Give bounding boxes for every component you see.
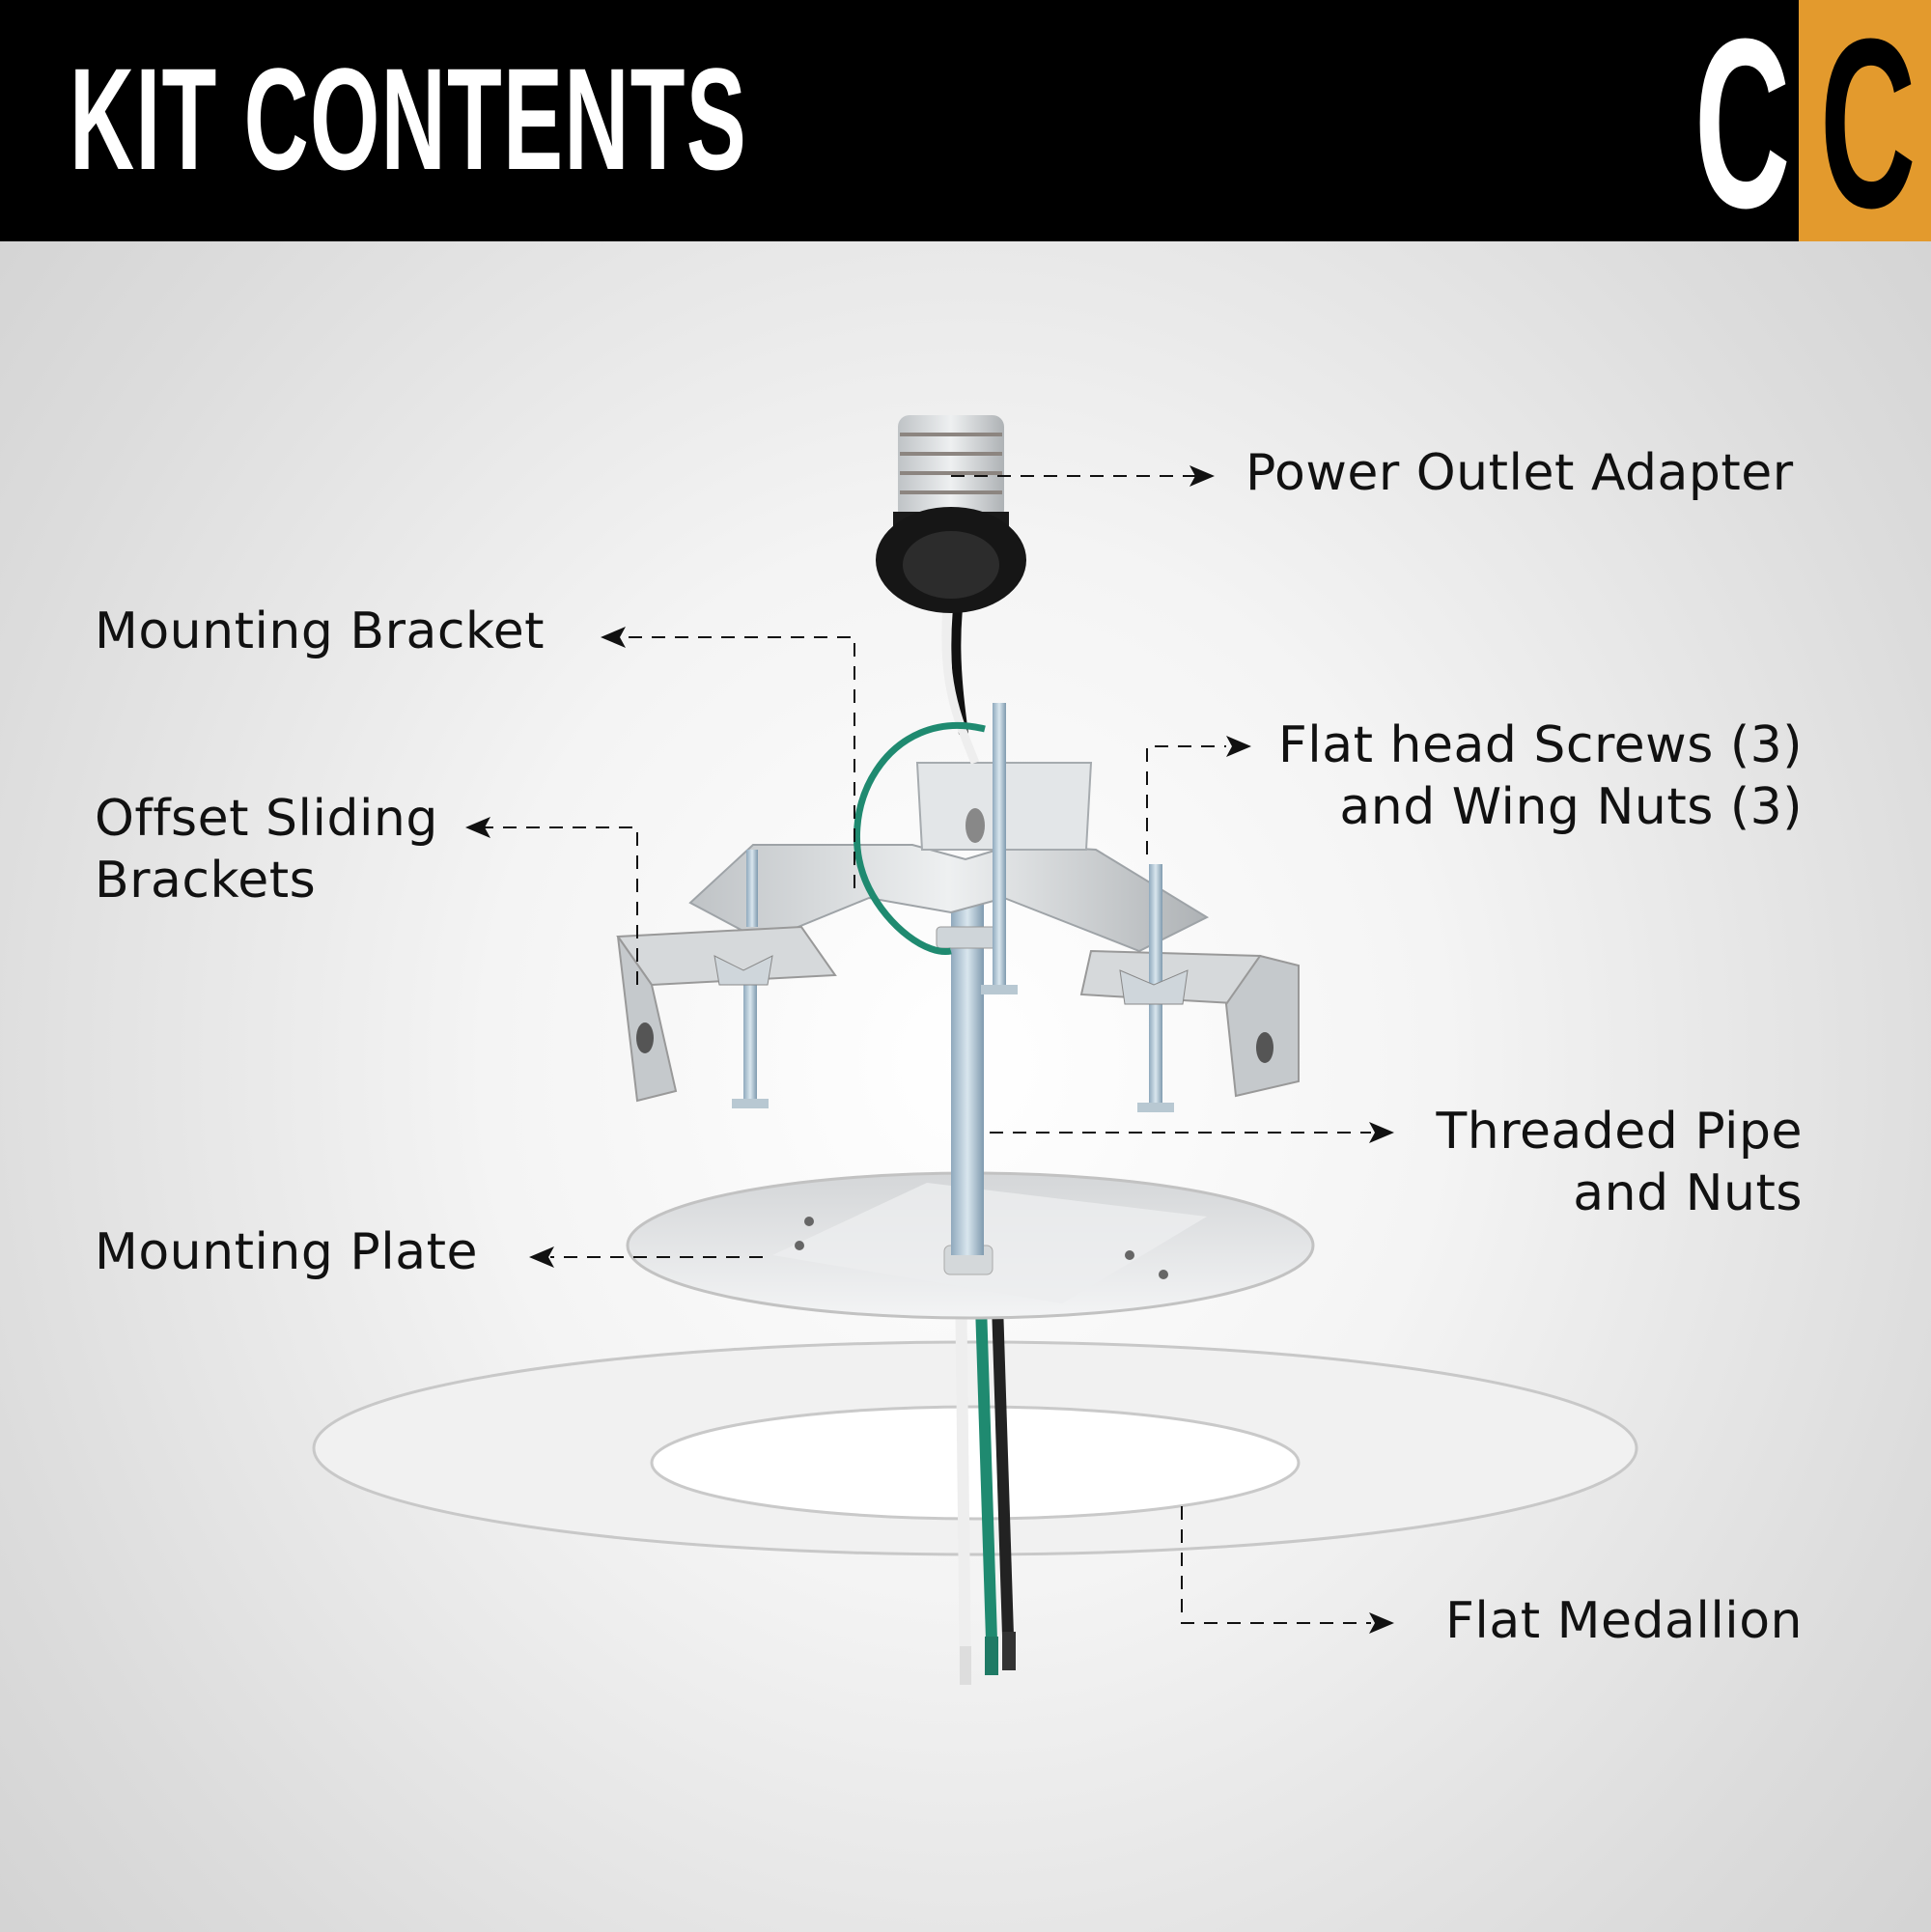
callout-power-outlet-adapter: Power Outlet Adapter — [1245, 444, 1794, 502]
callout-offset-sliding-brackets: Offset Sliding Brackets — [95, 790, 438, 910]
pipe-nut — [936, 926, 999, 949]
mounting-bracket — [616, 762, 1300, 1103]
callout-leaders — [483, 475, 1371, 1624]
lead-wires — [955, 1274, 1016, 1685]
callout-flat-head-screws-wing-nuts: Flat head Screws (3) and Wing Nuts (3) — [1277, 716, 1803, 836]
logo-letter-left: C — [1694, 0, 1791, 258]
power-outlet-adapter — [853, 415, 1026, 956]
callout-mounting-plate: Mounting Plate — [95, 1223, 478, 1281]
page-title: KIT CONTENTS — [70, 38, 748, 200]
flat-medallion — [312, 1340, 1638, 1556]
brand-logo: C C — [1641, 0, 1931, 258]
logo-accent-block — [1799, 0, 1931, 241]
callout-arrowheads — [465, 465, 1394, 1634]
callout-mounting-bracket: Mounting Bracket — [95, 602, 546, 660]
wing-nuts — [714, 955, 1189, 1005]
callout-flat-medallion: Flat Medallion — [1445, 1592, 1803, 1650]
callout-threaded-pipe-nuts: Threaded Pipe and Nuts — [1436, 1103, 1803, 1222]
logo-letter-right: C — [1820, 0, 1917, 258]
header-bar: KIT CONTENTS C C — [0, 0, 1931, 258]
